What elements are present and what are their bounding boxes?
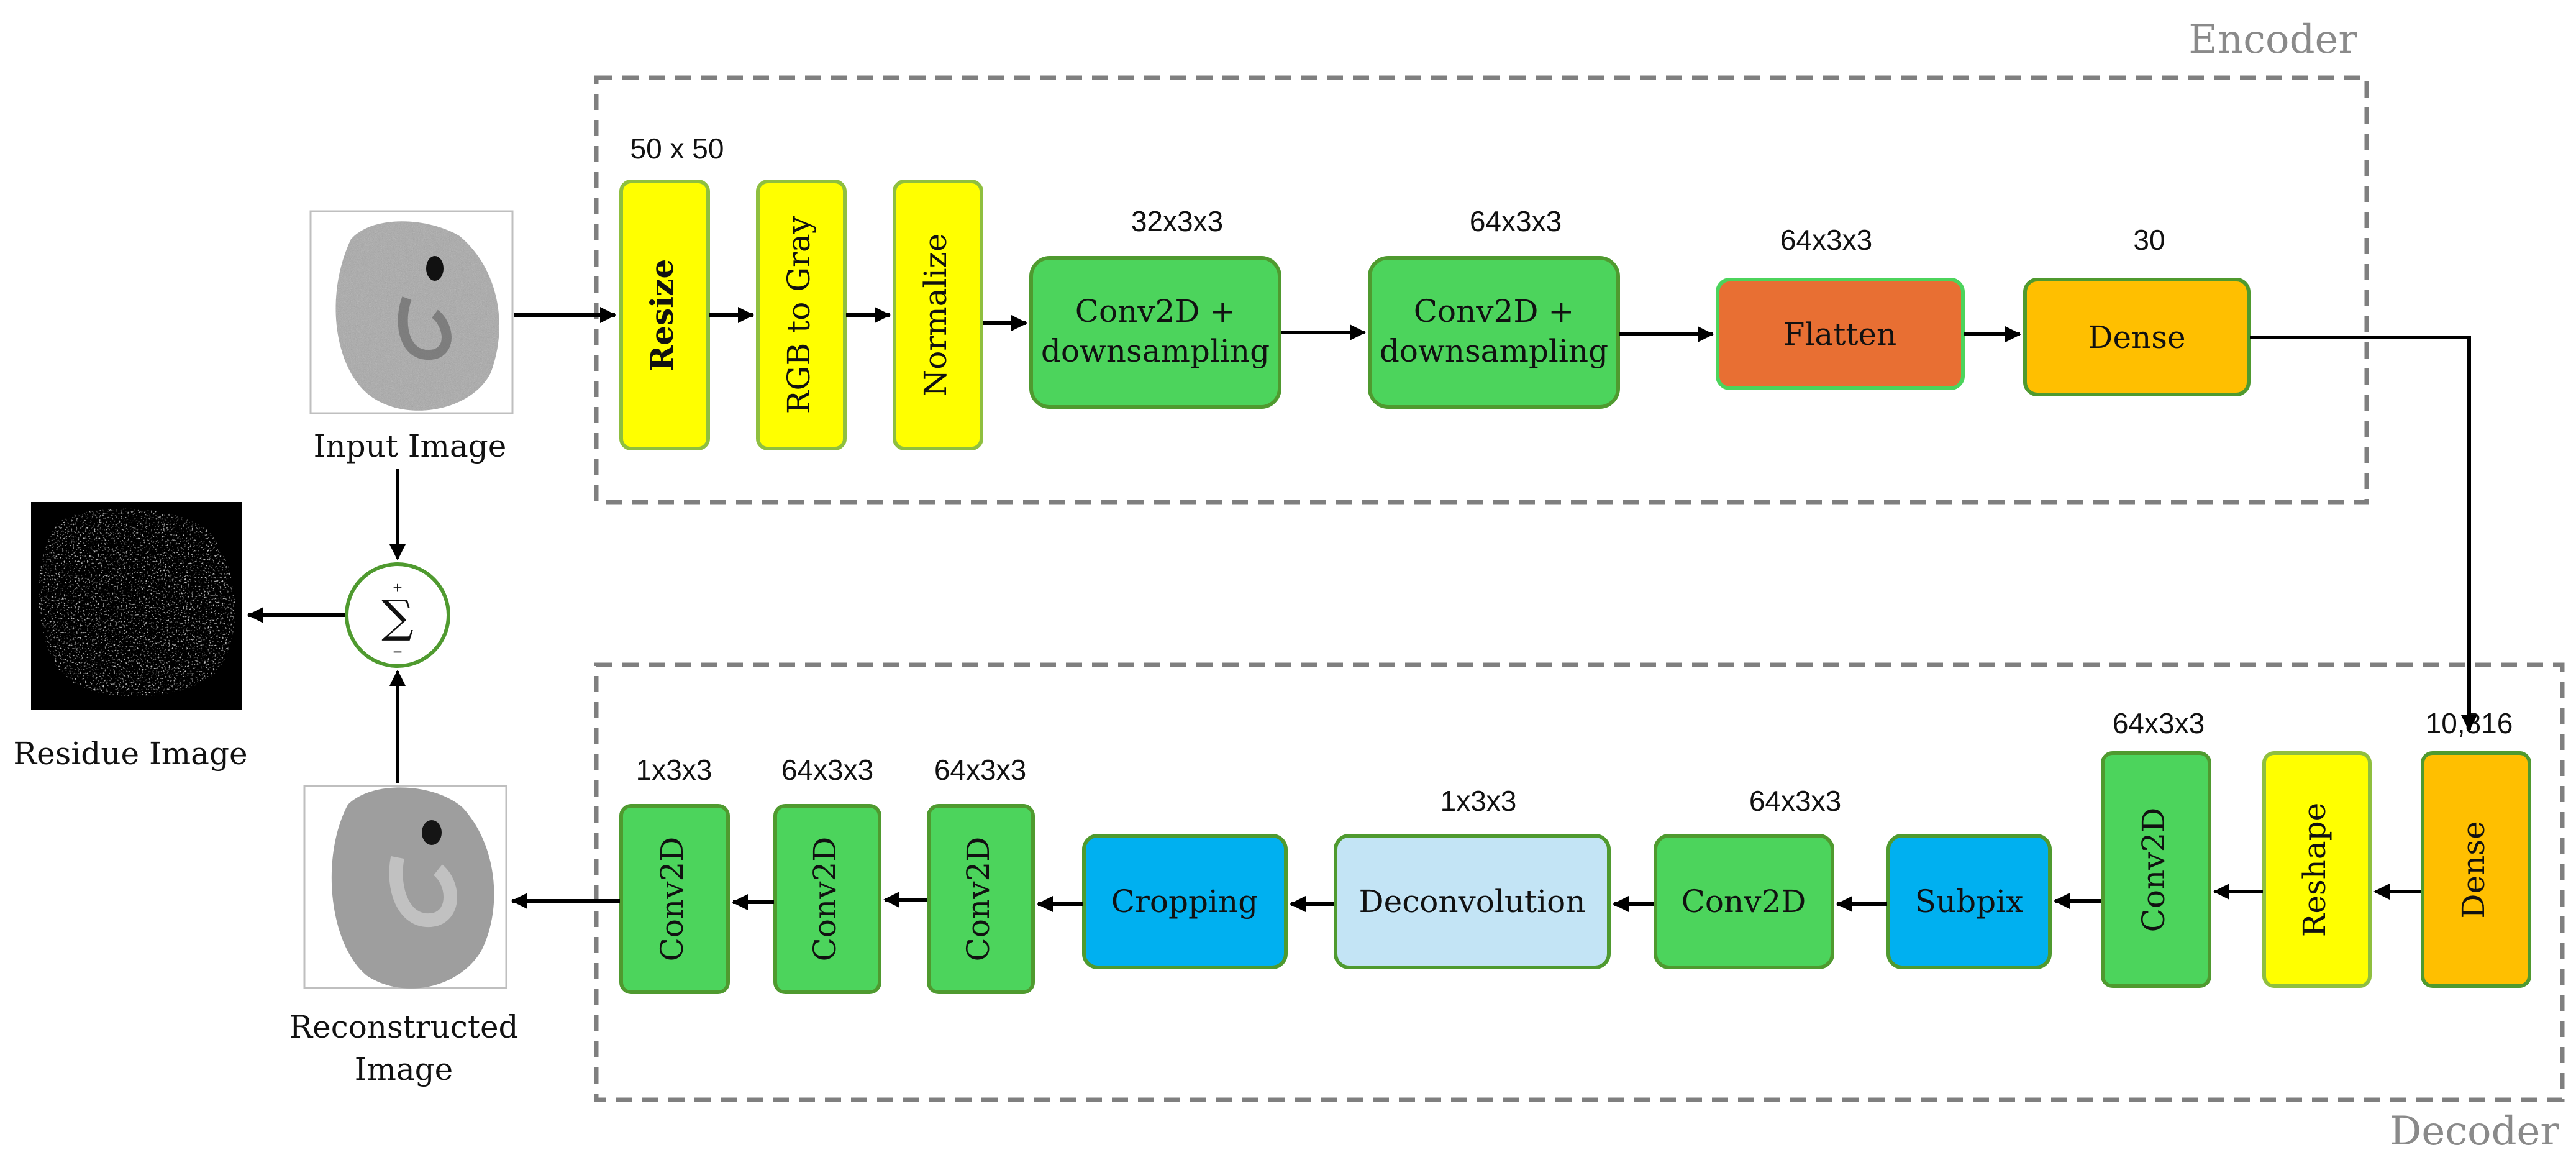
decoder-conv-a-block bbox=[2101, 751, 2211, 988]
deconvolution-label: Deconvolution bbox=[1359, 884, 1586, 920]
decoder-conv-b-label: Conv2D bbox=[1682, 884, 1806, 920]
decoder-conv-b-block bbox=[1654, 834, 1834, 969]
resize-dim-label: 50 x 50 bbox=[630, 132, 724, 165]
decoder-conv-d-block bbox=[773, 804, 881, 994]
sum-plus-sign: + bbox=[393, 578, 402, 597]
input-image-caption: Input Image bbox=[314, 428, 507, 464]
residue-image-caption: Residue Image bbox=[13, 736, 247, 772]
normalize-block bbox=[893, 180, 983, 450]
encoder-conv2-label-line1: Conv2D + bbox=[1414, 293, 1575, 329]
encoder-dense-dim-label: 30 bbox=[2133, 224, 2165, 256]
flatten-dim-label: 64x3x3 bbox=[1780, 224, 1872, 256]
decoder-conv-d-label: Conv2D bbox=[807, 837, 843, 962]
cropping-block bbox=[1082, 834, 1288, 969]
encoder-conv2-dim-label: 64x3x3 bbox=[1470, 205, 1562, 237]
subpix-block bbox=[1886, 834, 2052, 969]
reconstructed-image-caption-line2: Image bbox=[355, 1051, 453, 1087]
deconvolution-dim-label: 1x3x3 bbox=[1440, 785, 1517, 817]
encoder-conv2-block bbox=[1368, 256, 1620, 409]
normalize-label: Normalize bbox=[917, 234, 953, 397]
rgb-to-gray-block bbox=[756, 180, 847, 450]
decoder-dense-block bbox=[2421, 751, 2531, 988]
flatten-block bbox=[1716, 278, 1965, 390]
reshape-block bbox=[2262, 751, 2372, 988]
decoder-conv-e-label: Conv2D bbox=[654, 837, 690, 962]
resize-label: Resize bbox=[644, 259, 680, 372]
encoder-conv2-label-line2: downsampling bbox=[1380, 333, 1608, 369]
residue-image bbox=[31, 502, 242, 710]
cropping-label: Cropping bbox=[1111, 884, 1258, 920]
decoder-conv-c-block bbox=[927, 804, 1035, 994]
encoder-section-label: Encoder bbox=[2188, 17, 2357, 63]
sum-symbol: ∑ bbox=[381, 590, 413, 642]
reconstructed-image-caption-line1: Reconstructed bbox=[289, 1009, 518, 1045]
reconstructed-image bbox=[303, 785, 507, 989]
decoder-conv-b-dim-label: 64x3x3 bbox=[1749, 785, 1841, 817]
encoder-frame bbox=[594, 75, 2369, 505]
input-image bbox=[309, 210, 514, 414]
decoder-conv-c-dim-label: 64x3x3 bbox=[934, 754, 1026, 786]
flatten-label: Flatten bbox=[1783, 316, 1896, 352]
deconvolution-block bbox=[1334, 834, 1611, 969]
decoder-conv-a-dim-label: 64x3x3 bbox=[2113, 707, 2205, 739]
decoder-section-label: Decoder bbox=[2390, 1108, 2559, 1154]
arrow-encoder-to-decoder bbox=[2250, 336, 2477, 731]
decoder-conv-c-label: Conv2D bbox=[960, 837, 996, 962]
decoder-dense-label: Dense bbox=[2455, 821, 2492, 918]
encoder-conv1-block bbox=[1029, 256, 1281, 409]
encoder-conv1-label-line1: Conv2D + bbox=[1075, 293, 1236, 329]
summation-node: ∑ + − bbox=[345, 562, 450, 668]
encoder-conv1-label-line2: downsampling bbox=[1041, 333, 1270, 369]
decoder-conv-a-label: Conv2D bbox=[2136, 808, 2172, 933]
subpix-label: Subpix bbox=[1915, 884, 2024, 920]
decoder-conv-d-dim-label: 64x3x3 bbox=[781, 754, 873, 786]
reshape-label: Reshape bbox=[2296, 803, 2333, 938]
rgb-to-gray-label: RGB to Gray bbox=[781, 216, 817, 414]
sum-minus-sign: − bbox=[393, 642, 402, 661]
decoder-conv-e-dim-label: 1x3x3 bbox=[636, 754, 712, 786]
decoder-conv-e-block bbox=[619, 804, 730, 994]
encoder-conv1-dim-label: 32x3x3 bbox=[1131, 205, 1223, 237]
resize-block bbox=[619, 180, 710, 450]
encoder-dense-block bbox=[2023, 278, 2251, 396]
encoder-dense-label: Dense bbox=[2088, 319, 2185, 355]
